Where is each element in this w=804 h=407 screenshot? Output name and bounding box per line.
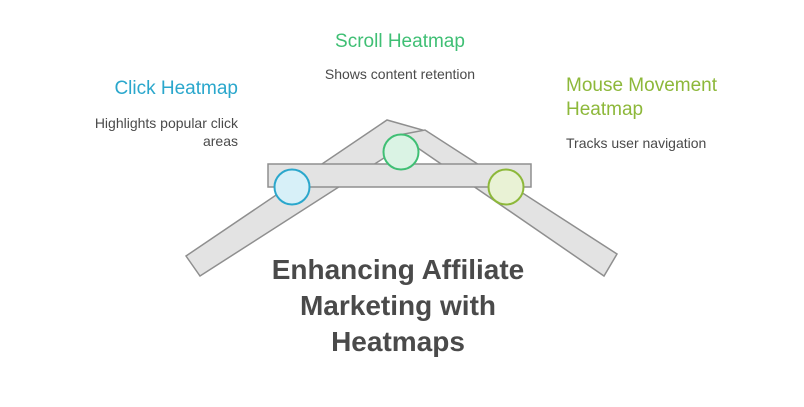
scroll-heatmap-heading: Scroll Heatmap xyxy=(335,31,465,52)
click-heatmap-description: Highlights popular click areas xyxy=(94,115,238,149)
scroll-heatmap-node xyxy=(382,133,420,171)
click-heatmap-heading: Click Heatmap xyxy=(114,78,238,99)
mouse-movement-heatmap-node xyxy=(487,168,525,206)
mouse-movement-heatmap-description: Tracks user navigation xyxy=(566,135,707,151)
scroll-heatmap-description: Shows content retention xyxy=(324,66,476,82)
click-heatmap-node xyxy=(273,168,311,206)
mouse-movement-heatmap-heading: Mouse Movement Heatmap xyxy=(566,75,718,120)
diagram-title: Enhancing Affiliate Marketing with Heatm… xyxy=(271,254,525,357)
